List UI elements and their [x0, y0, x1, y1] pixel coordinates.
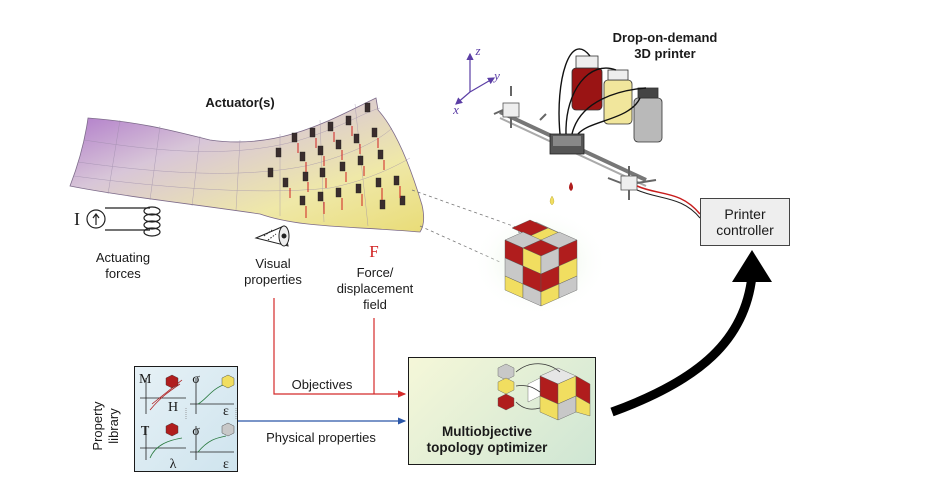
plot2-x-label: ε — [223, 404, 229, 419]
visual-line1: Visual — [255, 256, 291, 271]
printer-cable-2 — [636, 189, 701, 219]
plot1-x-label: H — [167, 400, 179, 415]
optimizer-line2: topology optimizer — [426, 440, 548, 455]
axis-y-label: y — [494, 68, 500, 83]
plot3-x-label: λ — [169, 457, 177, 472]
visual-line2: properties — [244, 272, 302, 287]
printer-cartridges — [558, 48, 663, 143]
force-line3: field — [363, 297, 387, 312]
force-line1: Force/ — [356, 265, 394, 280]
plot1-y-label: M — [139, 372, 152, 387]
printer-title-line2: 3D printer — [634, 46, 696, 61]
big-arrow-shaft — [610, 275, 757, 417]
printer-cable — [636, 185, 701, 215]
property-library-label: Property library — [90, 376, 122, 476]
axes-indicator — [455, 52, 496, 105]
force-field-label: Force/ displacement field — [320, 265, 430, 313]
actuator-sheet — [69, 97, 425, 233]
printer-title: Drop-on-demand 3D printer — [590, 30, 740, 62]
plot4-y-label: σ — [192, 424, 200, 439]
actuator-title: Actuator(s) — [205, 95, 275, 110]
printer-gantry — [493, 86, 657, 200]
printer-controller-box — [700, 198, 790, 246]
library-line2: library — [106, 408, 121, 444]
objectives-label: Objectives — [291, 377, 353, 392]
controller-line2: controller — [716, 222, 774, 238]
optimizer-label: Multiobjective topology optimizer — [412, 424, 562, 456]
library-line1: Property — [90, 401, 105, 451]
voxel-cube — [504, 219, 578, 307]
physical-properties-label: Physical properties — [266, 430, 376, 445]
objectives-arrow — [273, 298, 407, 398]
coil-icon — [86, 206, 161, 237]
current-symbol: I — [74, 209, 80, 229]
optimizer-line1: Multiobjective — [441, 424, 532, 439]
controller-line1: Printer — [724, 206, 766, 222]
eye-icon — [254, 225, 290, 247]
actuating-line1: Actuating — [95, 250, 151, 265]
printer-title-line1: Drop-on-demand — [612, 30, 718, 45]
red-droplet — [569, 182, 573, 191]
yellow-droplet — [549, 195, 555, 206]
axis-x-label: x — [453, 102, 459, 117]
force-symbol: F — [369, 242, 379, 261]
big-arrow-head — [732, 250, 772, 282]
plot3-y-label: T — [140, 424, 150, 439]
actuating-forces-label: Actuating forces — [78, 250, 168, 282]
force-line2: displacement — [336, 281, 414, 296]
axis-z-label: z — [475, 43, 481, 58]
plot4-x-label: ε — [223, 457, 229, 472]
actuating-line2: forces — [105, 266, 141, 281]
plot2-y-label: σ — [192, 372, 200, 387]
printer-controller-label: Printer controller — [700, 206, 790, 238]
visual-properties-label: Visual properties — [228, 256, 318, 288]
